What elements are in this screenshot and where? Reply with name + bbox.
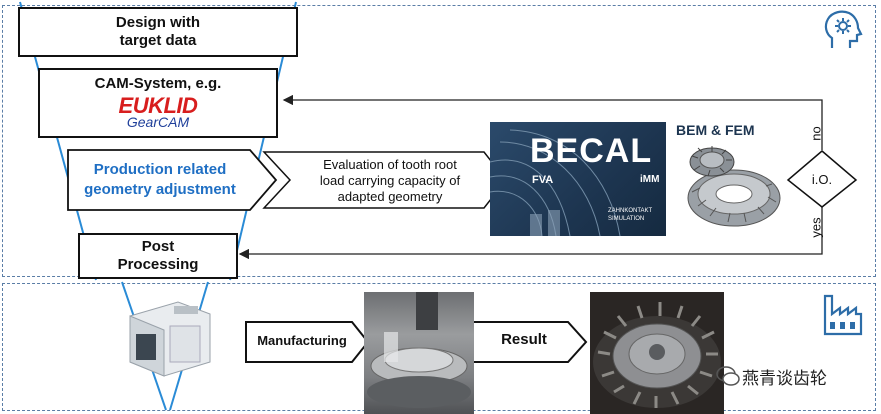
- becal-fva: FVA: [532, 174, 554, 186]
- result-gear-photo: [590, 292, 724, 414]
- design-step-box: Design with target data: [18, 7, 298, 57]
- machine-tool-render: [129, 301, 211, 377]
- manufacturing-arrow-shape: [245, 321, 370, 363]
- production-line1: Production related: [93, 161, 227, 178]
- euklid-logo-main: EUKLID: [118, 93, 198, 118]
- decision-yes-label: yes: [808, 217, 824, 238]
- head-gear-icon: [824, 10, 863, 48]
- evaluation-step-label: Evaluation of tooth root load carrying c…: [290, 157, 490, 205]
- factory-icon: [823, 294, 863, 336]
- production-line2: geometry adjustment: [84, 181, 236, 198]
- cam-title: CAM-System, e.g.: [94, 75, 222, 92]
- becal-imm: iMM: [640, 174, 660, 185]
- cam-system-box: CAM-System, e.g. EUKLID GearCAM: [38, 68, 278, 138]
- feedback-no-arrow: [282, 94, 823, 150]
- evaluation-line1: Evaluation of tooth root: [323, 157, 457, 172]
- euklid-logo: EUKLID GearCAM: [118, 93, 198, 131]
- design-line2: target data: [119, 32, 197, 49]
- decision-label: i.O.: [811, 172, 833, 187]
- feedback-yes-arrow: [238, 198, 823, 260]
- bevel-gear-render: [687, 146, 781, 227]
- post-processing-box: Post Processing: [78, 233, 238, 279]
- evaluation-line2: load carrying capacity of: [319, 173, 461, 188]
- production-step-label: Production related geometry adjustment: [70, 160, 250, 200]
- decision-no-label: no: [808, 126, 824, 141]
- evaluation-arrow-shape: [262, 151, 507, 209]
- becal-screenshot: BECAL FVA iMM ZAHNKONTAKT SIMULATION: [490, 122, 666, 236]
- becal-sub2: SIMULATION: [608, 216, 645, 222]
- decision-diamond: [786, 150, 858, 208]
- design-line1: Design with: [115, 14, 201, 31]
- manufacturing-photo: [364, 292, 474, 414]
- post-line1: Post: [141, 238, 175, 255]
- manufacturing-label: Manufacturing: [257, 333, 347, 348]
- watermark-text: 燕青谈齿轮: [742, 369, 827, 389]
- evaluation-line3: adapted geometry: [337, 189, 443, 204]
- design-phase-frame: [2, 5, 876, 277]
- wechat-icon: [716, 364, 740, 388]
- production-arrow-shape: [67, 149, 278, 211]
- post-line2: Processing: [117, 256, 199, 273]
- becal-logo: BECAL: [530, 132, 653, 170]
- becal-sub1: ZAHNKONTAKT: [608, 208, 653, 214]
- result-label: Result: [501, 331, 547, 348]
- bem-fem-label: BEM & FEM: [676, 122, 755, 138]
- euklid-logo-sub: GearCAM: [126, 114, 190, 130]
